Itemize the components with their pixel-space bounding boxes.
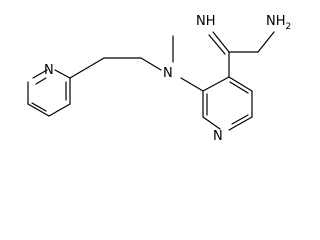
chemical-structure: N N N NH NH2 [27, 14, 291, 144]
bond [257, 31, 275, 53]
bond [54, 69, 71, 79]
bond [32, 69, 48, 79]
bond [228, 116, 253, 131]
carboximidamide-group: NH NH2 [196, 14, 291, 78]
bond [231, 114, 249, 125]
bond [202, 116, 221, 130]
imine-nh-label: NH [196, 14, 216, 29]
left-pyridine-ring: N [27, 63, 71, 117]
pyridine-nitrogen-label: N [213, 129, 223, 144]
bond [35, 77, 47, 85]
pyridine-nitrogen-label: N [44, 63, 54, 78]
bond [228, 76, 253, 92]
bond [31, 102, 47, 112]
bond [27, 103, 50, 117]
bond [229, 81, 249, 94]
amino-nh2-label: NH2 [266, 14, 291, 32]
bond [202, 76, 230, 92]
amine-nitrogen-label: N [163, 66, 173, 81]
bond [180, 77, 204, 92]
n-methyl-amine: N [163, 35, 204, 92]
bond [140, 57, 162, 71]
double-bond-inner [208, 34, 226, 55]
double-bond-outer [212, 31, 230, 53]
bond [69, 57, 105, 79]
ethyl-linker [69, 57, 162, 79]
bond [48, 103, 71, 117]
right-pyridine-ring: N [202, 76, 253, 144]
